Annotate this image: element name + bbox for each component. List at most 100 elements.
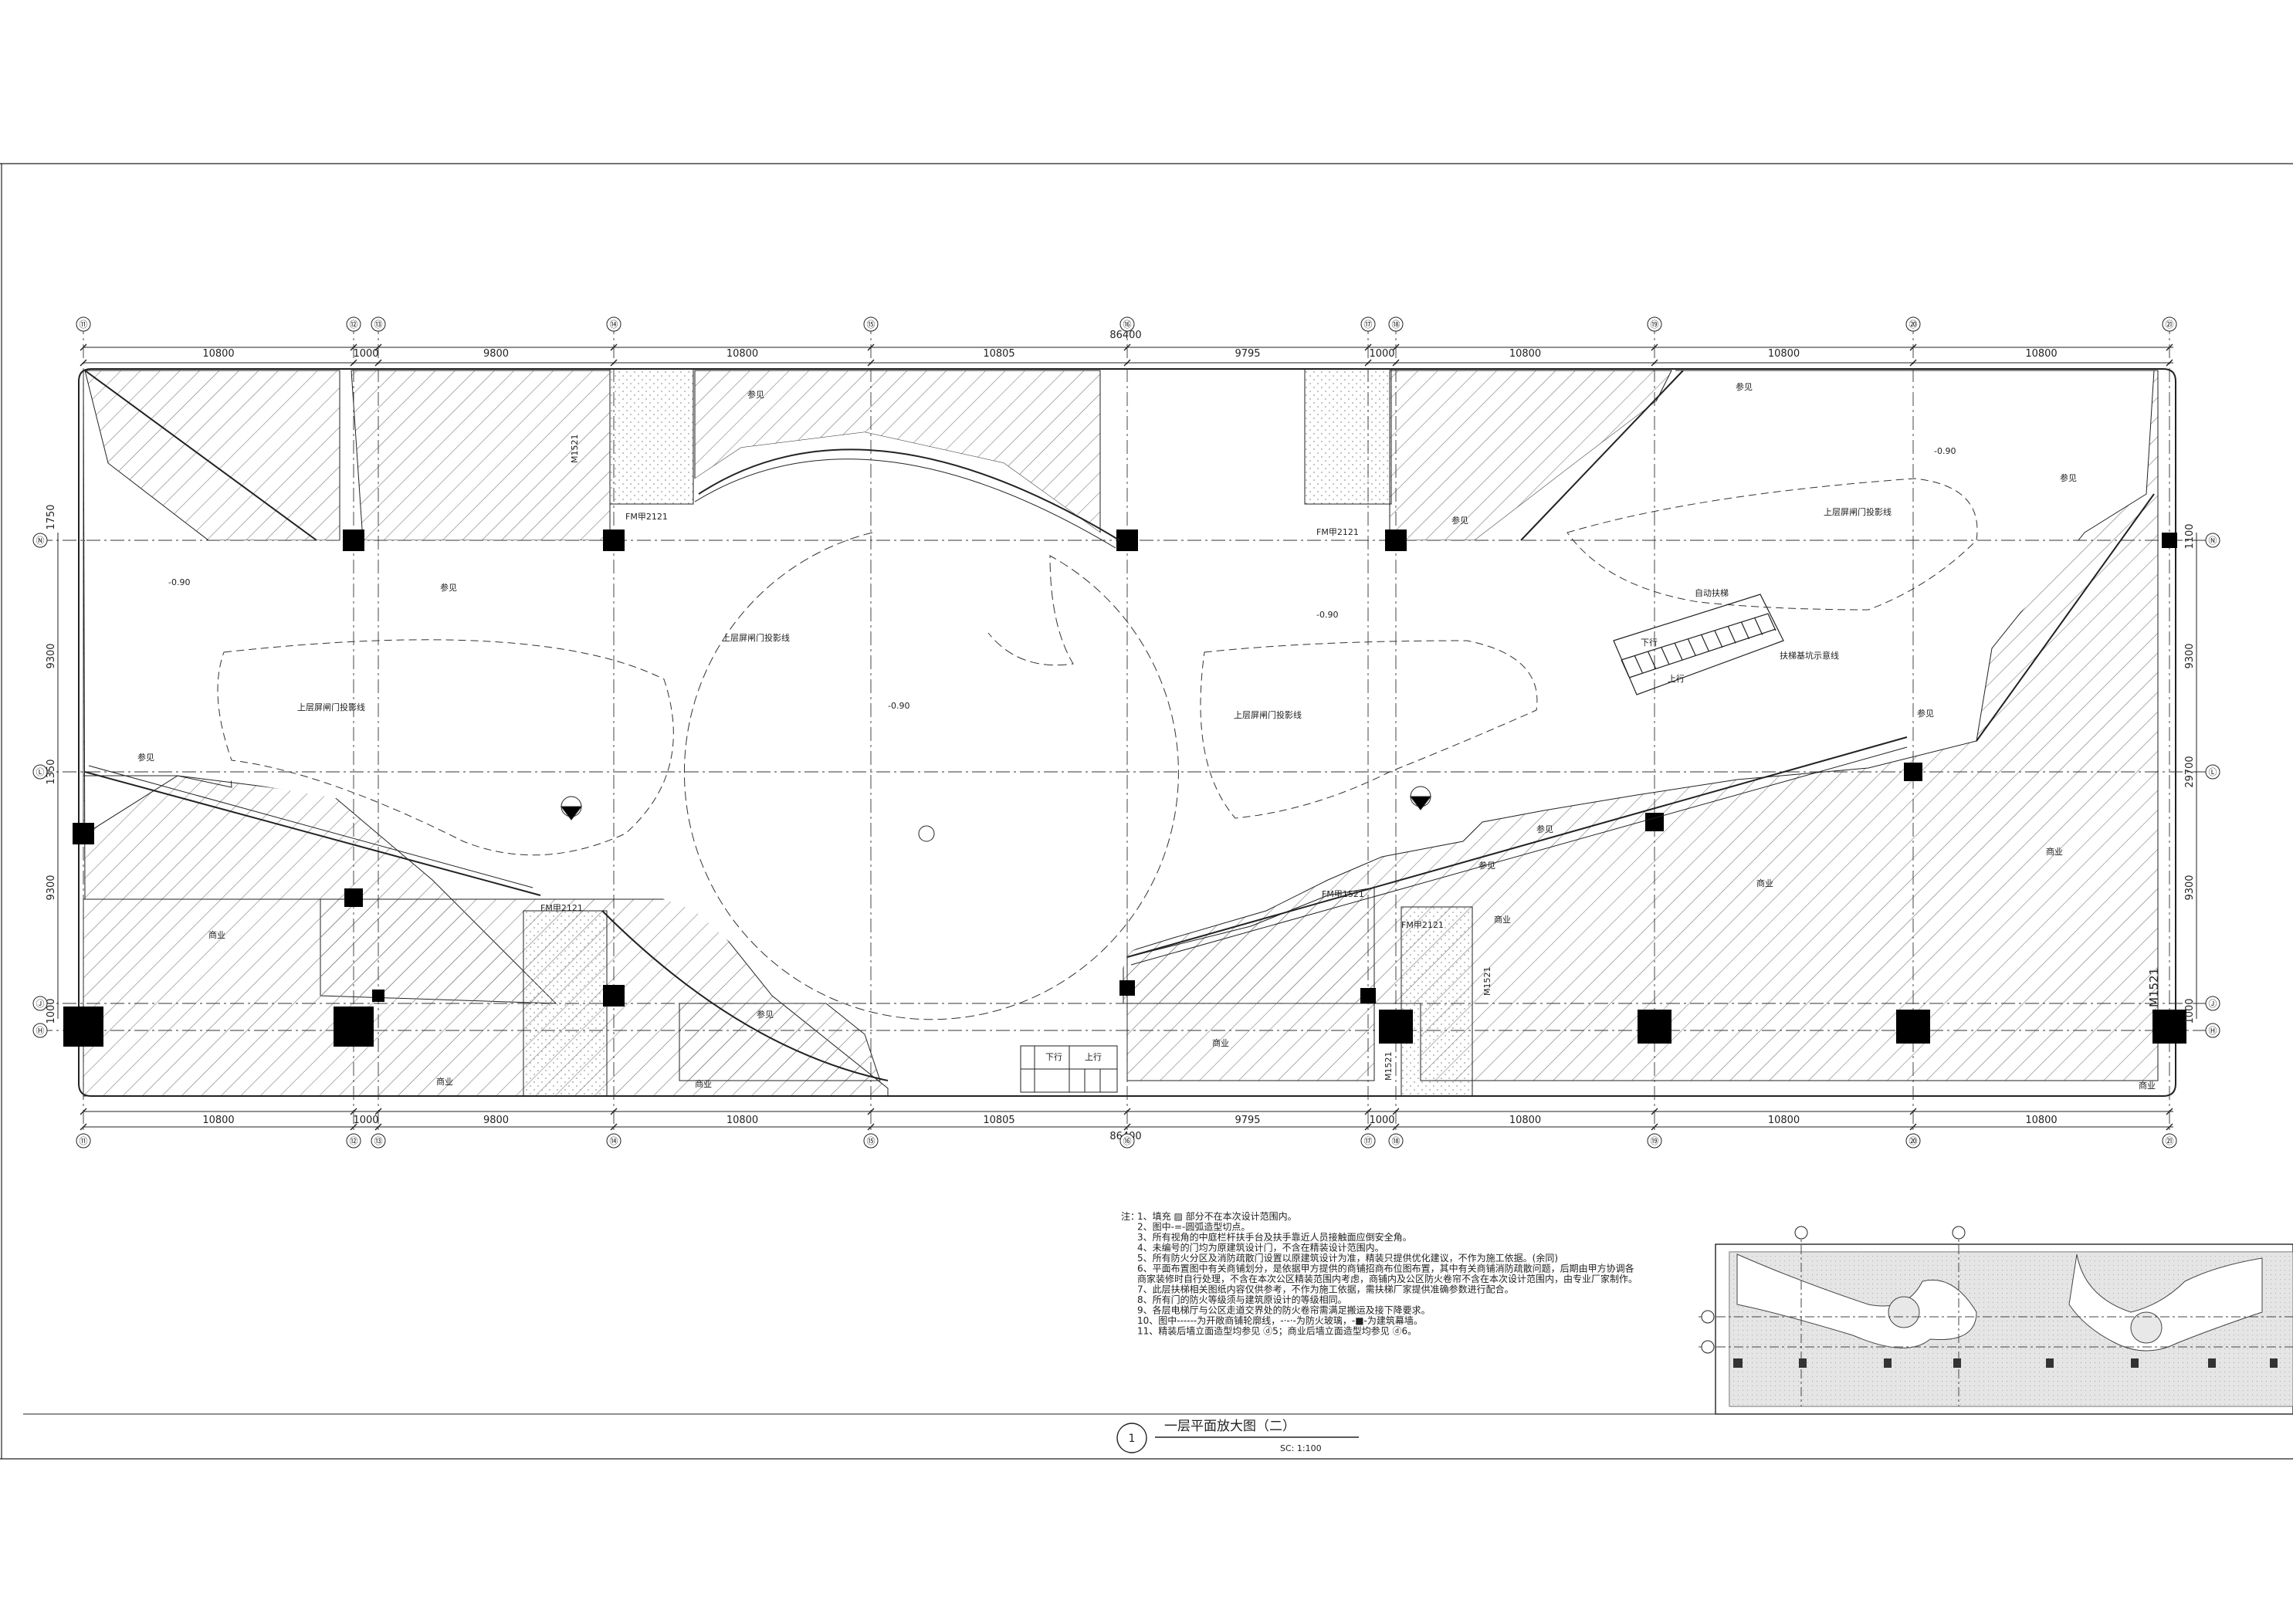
dim-tick [610,1108,618,1115]
label-elev-1: -0.90 [168,577,190,587]
label-escalator-pit: 扶梯基坑示意线 [1780,650,1839,661]
axis-label-h-4: Ⓗ [36,1026,45,1036]
note-item-1: 1、填充 ▨ 部分不在本次设计范围内。 [1137,1210,1297,1222]
column-11 [334,1007,374,1047]
axis-label-h-2: Ⓛ [2209,767,2217,777]
label-ref-4: 参见 [440,582,457,593]
lower-stair [1020,1045,1118,1093]
dim-tick [1909,343,1917,351]
notes-prefix: 注： [1121,1210,1140,1222]
atrium-circle [217,478,1978,1020]
top-dim-8: 10800 [1509,348,1541,360]
label-ref-2: 参见 [1736,381,1753,392]
axis-bubble-icon [2205,533,2220,548]
axis-label-h-2: Ⓛ [36,767,45,777]
escalator-step [1740,621,1750,640]
label-door-2: M1521 [1482,967,1492,996]
axis-bubble-icon [2205,764,2220,780]
section-marker-icon [560,786,1432,842]
left-dim-2: 9300 [46,643,57,668]
label-down-1: 下行 [1641,638,1658,648]
axis-label-v-8: ⑱ [1392,1136,1401,1146]
dim-tick [610,1123,618,1131]
label-fm-5: FM甲2121 [1401,920,1444,930]
label-projection-3: 上层屏闸门投影线 [1234,709,1302,720]
bottom-dim-9: 10800 [1768,1115,1800,1126]
label-projection-2: 上层屏闸门投影线 [297,702,365,712]
dim-tick [1123,359,1131,367]
bottom-dim-4: 10800 [727,1115,758,1126]
title-number-circle [1116,1423,1147,1453]
note-item-9: 8、所有门的防火等级须与建筑原设计的等级相同。 [1137,1294,1347,1305]
label-commercial-4: 商业 [1212,1037,1229,1048]
note-item-12: 11、精装后墙立面造型均参见 ⓓ5；商业后墙立面造型均参见 ⓓ6。 [1137,1325,1417,1337]
axis-label-v-10: ⑳ [1909,1136,1918,1146]
columns [63,529,2186,1047]
note-item-10: 9、各层电梯厅与公区走道交界处的防火卷帘需满足搬运及接下降要求。 [1137,1304,1431,1316]
column-8 [1904,763,1922,781]
label-projection-4: 上层屏闸门投影线 [1824,506,1892,517]
top-dim-6: 9795 [1235,348,1260,360]
right-dim-4: 9300 [2184,875,2196,900]
label-ref-5: 参见 [1536,824,1553,834]
column-9 [1645,813,1664,831]
axis-label-v-10: ⑳ [1909,320,1918,330]
label-projection-1: 上层屏闸门投影线 [722,632,790,643]
escalator-step [1647,651,1657,669]
escalator-step [1727,626,1736,644]
label-ref-9: 参见 [757,1009,774,1020]
axis-label-v-6: ⑯ [1123,1136,1132,1146]
drawing-title: 一层平面放大图（二） [1164,1419,1296,1434]
axis-bubble-icon [1388,1133,1404,1149]
dim-tick [1364,359,1372,367]
label-ref-10: 参见 [1451,515,1468,526]
label-up-2: 上行 [1085,1052,1102,1062]
axis-bubble-icon [1647,316,1662,332]
dim-tick [80,1108,87,1115]
hatched-regions [83,368,2159,1097]
axis-bubble-icon [346,1133,361,1149]
note-item-8: 7、此层扶梯相关图纸内容仅供参考，不作为施工依据，需扶梯厂家提供准确参数进行配合… [1137,1284,1514,1295]
axis-bubble-icon [606,1133,622,1149]
dim-tick [1651,359,1658,367]
axis-bubble-icon [32,764,48,780]
dim-tick [1364,1108,1372,1115]
axis-bubble-icon [1905,316,1921,332]
axis-bubble-icon [1119,1133,1135,1149]
column-19 [372,990,384,1002]
dim-tick [1123,343,1131,351]
axis-label-v-3: ⑬ [374,320,383,330]
dim-tick [867,359,875,367]
axis-label-h-1: Ⓝ [36,536,45,546]
dim-tick [610,343,618,351]
dim-tick [1392,1123,1400,1131]
label-elev-2: -0.90 [888,701,909,711]
axis-label-h-3: Ⓙ [2209,999,2217,1009]
column-12 [603,985,625,1007]
left-dim-5: 1000 [46,998,57,1023]
note-item-6: 6、平面布置图中有关商铺划分，是依据甲方提供的商铺招商布位图布置，其中有关商铺消… [1137,1263,1634,1274]
note-item-11: 10、图中------为开敞商铺轮廓线，-·-·-为防火玻璃，-■-为建筑幕墙。 [1137,1314,1423,1326]
axis-label-v-5: ⑮ [867,320,876,330]
column-2 [603,529,625,551]
dotted-core-blocks [523,368,1473,1097]
axis-label-h-1: Ⓝ [2209,536,2217,546]
dim-tick [610,359,618,367]
dim-tick [1392,359,1400,367]
building-outline [78,368,2176,1097]
dim-tick [1392,1108,1400,1115]
label-ref-7: 参见 [1917,708,1934,719]
axis-label-v-9: ⑲ [1651,320,1659,330]
dim-tick [350,359,357,367]
axis-bubble-icon [76,1133,91,1149]
axis-label-v-6: ⑯ [1123,320,1132,330]
axis-bubble-icon [606,316,622,332]
escalator-step [1714,630,1723,648]
bottom-dim-1: 10800 [202,1115,234,1126]
dim-tick [350,1108,357,1115]
axis-bubble-icon [346,316,361,332]
dimension-ticks [80,343,2173,1131]
top-dim-4: 10800 [727,348,758,360]
